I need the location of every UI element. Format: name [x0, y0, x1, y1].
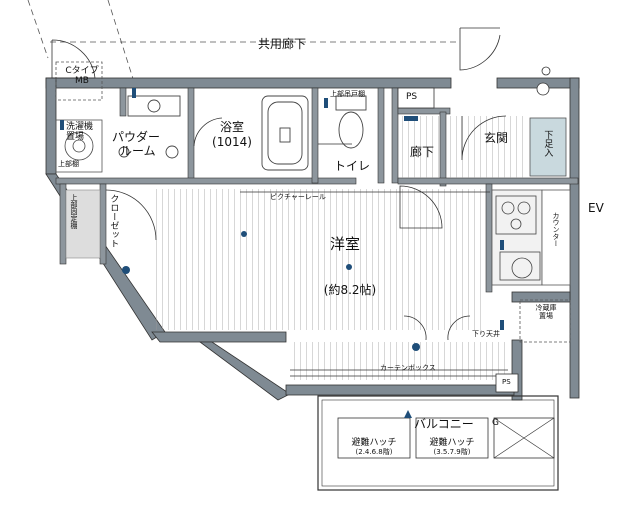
toilet-shelf-label: 上部吊戸棚: [330, 90, 365, 98]
curtain-box-line: [240, 191, 508, 377]
g-label: G: [492, 418, 499, 428]
hatch2-floors: (3.5.7.9階): [433, 448, 471, 457]
picture-rail-label: ピクチャーレール: [270, 193, 326, 201]
shoe-box: [529, 117, 567, 177]
door-swings: [51, 27, 507, 341]
balcony-label: バルコニー: [414, 417, 474, 431]
fridge-label: 冷蔵庫 置場: [526, 304, 566, 320]
hatch2-label: 避難ハッチ (3.5.7.9階): [418, 438, 486, 456]
powder-line2: ルーム: [120, 144, 156, 159]
curtain-box-label: カーテンボックス: [380, 364, 436, 372]
hatch1-floors: (2.4.6.8階): [355, 448, 393, 457]
powder-room-label: パウダー ルーム: [112, 130, 160, 159]
western-room-label: 洋室: [329, 235, 360, 253]
ctype-mb-box: [55, 61, 103, 101]
fridge-line1: 冷蔵庫: [535, 304, 557, 312]
washer-shelf-label: 上部棚: [58, 160, 79, 168]
ctype-label: Cタイプ: [65, 66, 99, 76]
fridge-line2: 置場: [539, 312, 553, 321]
ps-box-top: [397, 87, 435, 109]
interior-walls: [55, 87, 579, 293]
toilet-fixture: [335, 95, 367, 149]
kitchen-counter: [491, 189, 543, 286]
balcony-arrow-icon: [404, 410, 412, 418]
western-room-floor: [152, 189, 486, 330]
closet-label: クローゼット: [108, 194, 119, 248]
ring-marker-icon: [541, 66, 551, 76]
washer-line2: 置場: [66, 132, 85, 143]
i-marker-icon: [536, 82, 550, 96]
washer-line1: 洗濯機: [66, 122, 94, 132]
washer-fixture: [64, 131, 94, 161]
room-size-label: (約8.2帖): [323, 283, 377, 297]
washer-area: [55, 119, 103, 173]
bath-label: 浴室 (1014): [204, 120, 260, 150]
lower-room-floor: [290, 342, 510, 380]
hatch1-title: 避難ハッチ: [351, 438, 397, 448]
room-floors: [55, 61, 571, 380]
ctype-mb-label: Cタイプ MB: [62, 66, 102, 87]
corridor-guide-lines: [27, 0, 460, 86]
counter-strip: [541, 189, 571, 286]
closet-strip: [65, 189, 101, 259]
powder-line1: パウダー: [112, 130, 161, 144]
entrance-label: 玄関: [484, 131, 509, 145]
stove: [495, 195, 541, 281]
toilet-label: トイレ: [334, 159, 371, 173]
balcony: [317, 395, 559, 491]
fridge-area: [519, 299, 571, 343]
counter-label: カウンター: [552, 212, 561, 247]
mb-label: MB: [75, 76, 89, 87]
drop-ceiling-label: 下り天井: [472, 330, 500, 338]
corridor-label: 共用廊下: [258, 37, 307, 51]
shoe-box-label: 下足入: [542, 130, 553, 157]
ps-label-bottom: PS: [502, 378, 511, 386]
hallway-floor: [398, 116, 440, 178]
bath-line2: (1014): [212, 135, 252, 149]
ps-label-top: PS: [406, 92, 418, 102]
entrance-floor: [446, 116, 524, 178]
powder-sink: [118, 95, 181, 159]
washer-label: 洗濯機 置場: [66, 122, 93, 143]
bath-line1: 浴室: [219, 120, 244, 134]
ps-box-bottom: [495, 373, 519, 393]
ev-label: EV: [588, 201, 604, 215]
outlet-symbols: [60, 88, 504, 351]
hatch1-label: 避難ハッチ (2.4.6.8階): [340, 438, 408, 456]
bathtub: [261, 95, 309, 171]
closet-shelf-label: 上部固定棚: [70, 194, 79, 229]
hallway-label: 廊下: [410, 145, 435, 159]
hatch2-title: 避難ハッチ: [429, 438, 475, 448]
